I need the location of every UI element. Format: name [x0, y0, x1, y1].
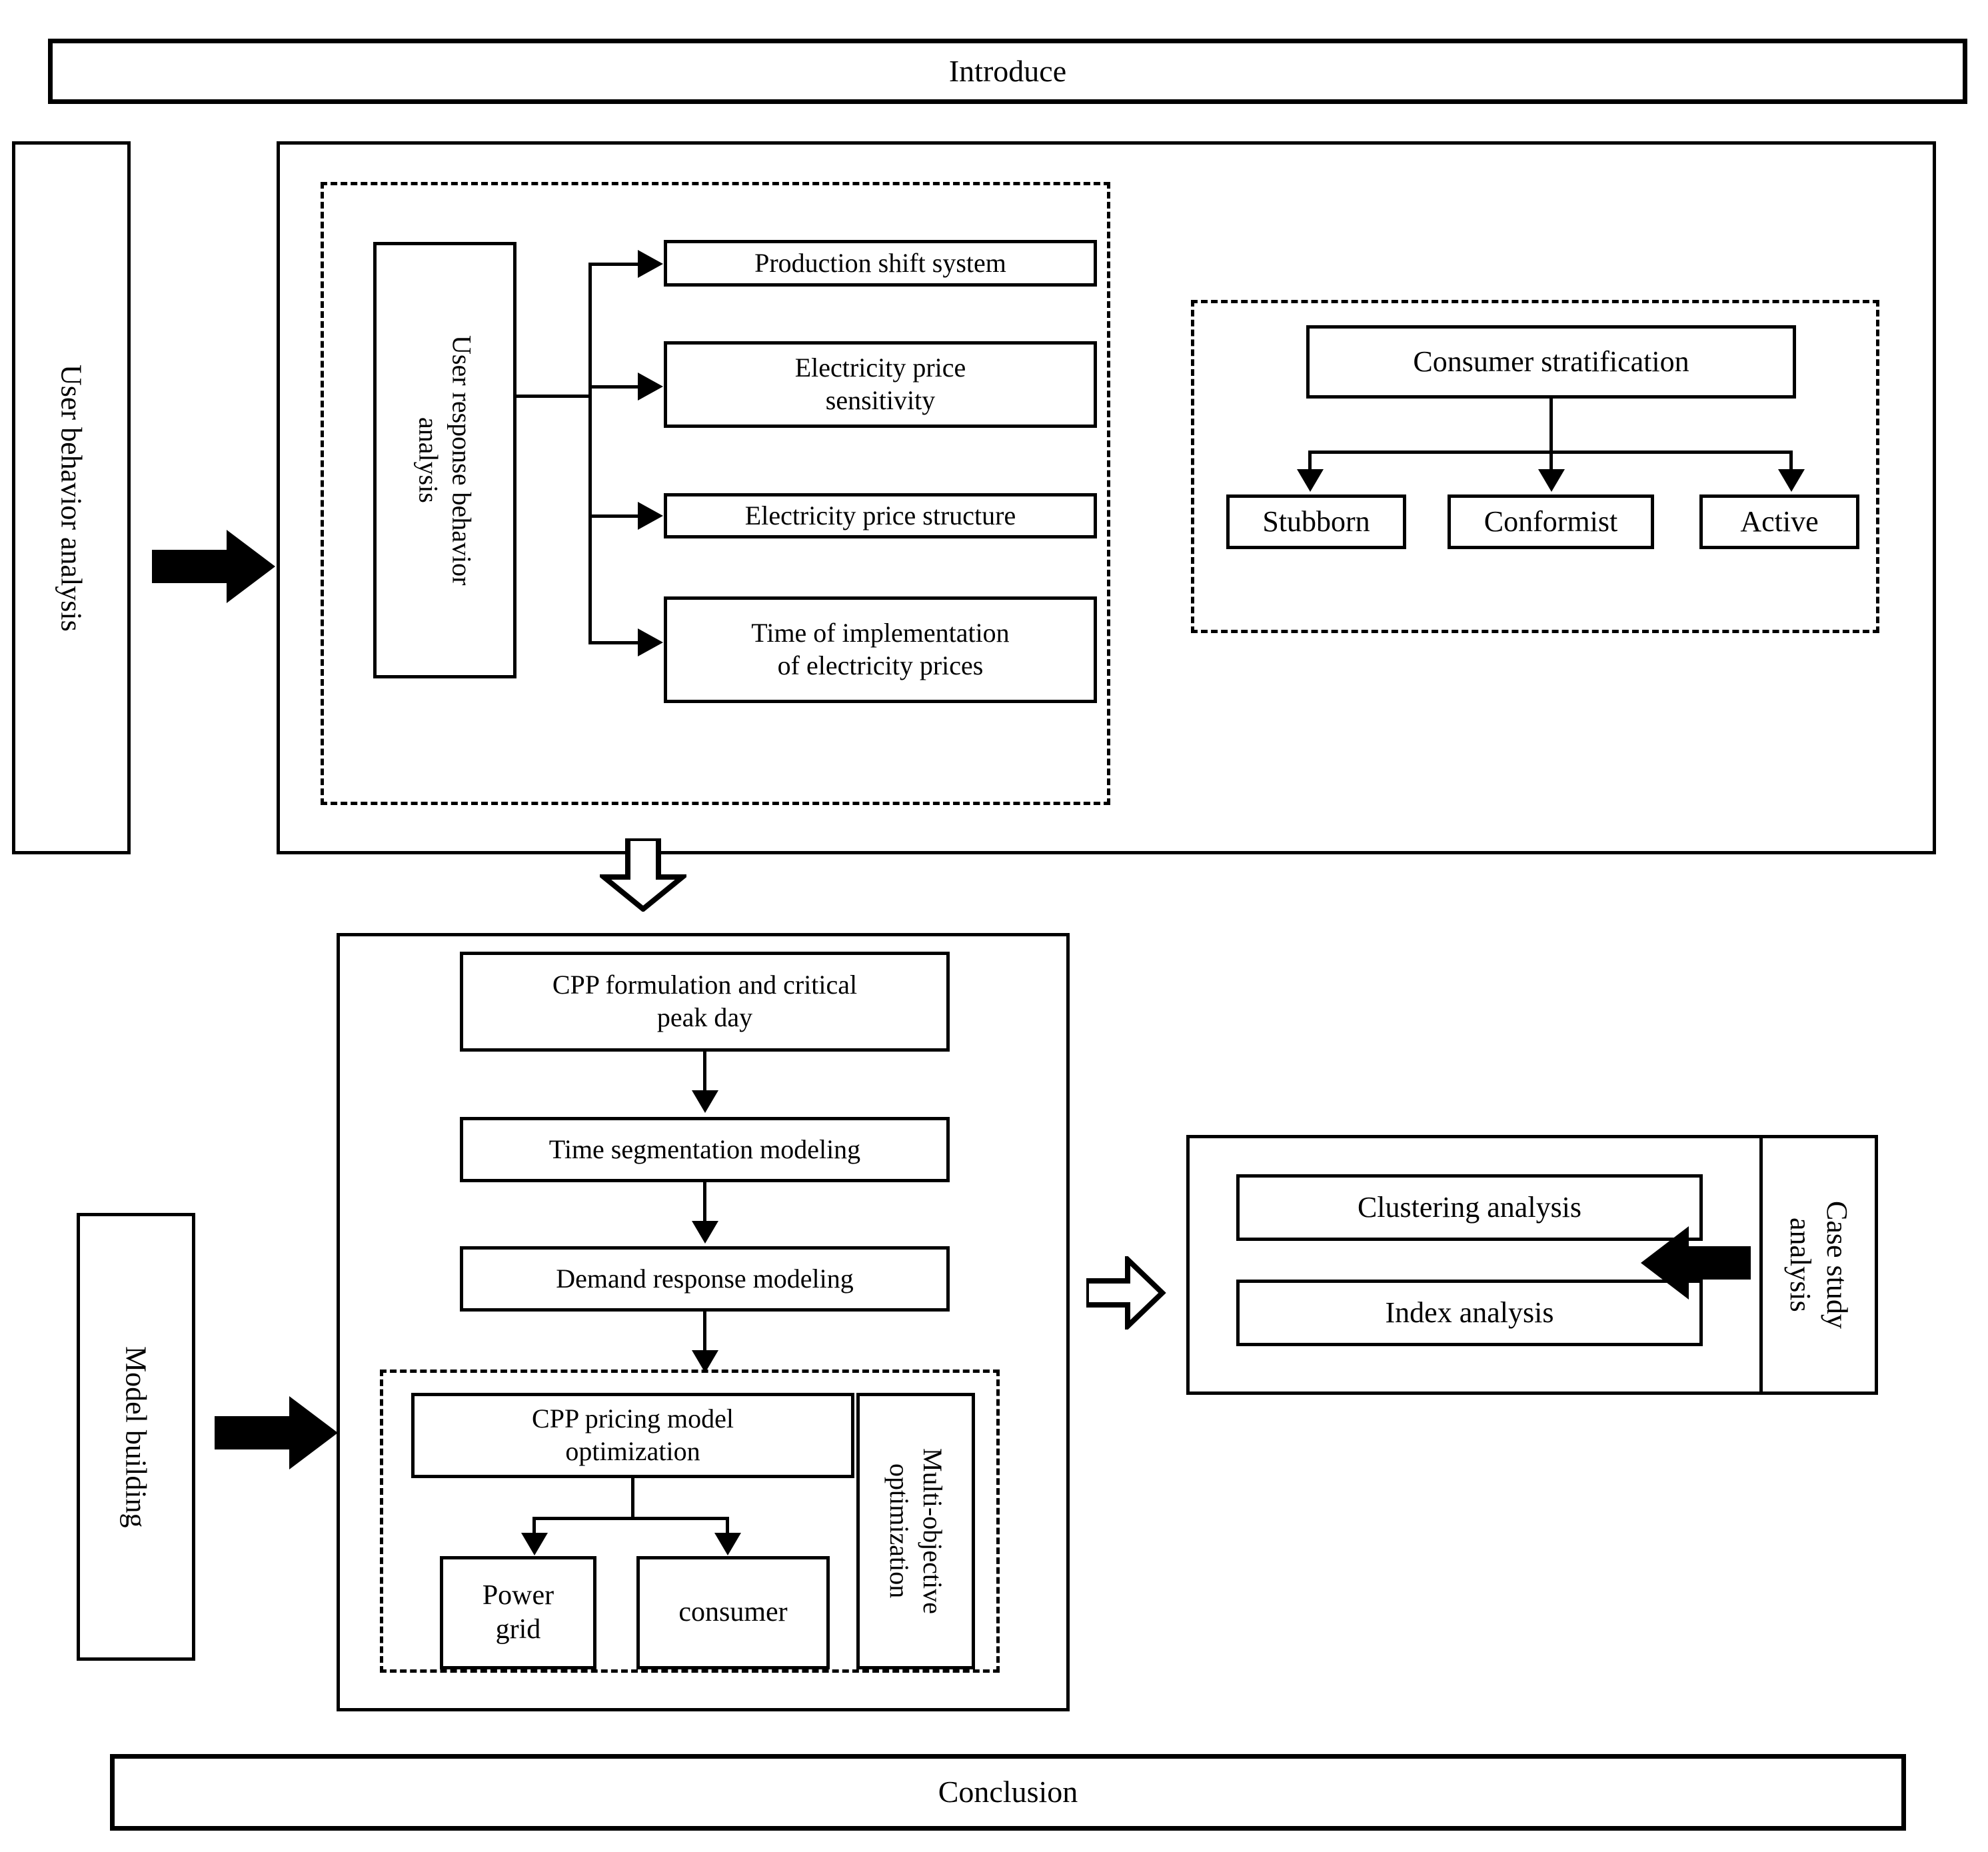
connector-root-stub — [516, 395, 591, 398]
panel-user-behavior — [277, 141, 1936, 854]
connector-trunk-vertical — [588, 263, 592, 644]
connector-model-3 — [703, 1312, 706, 1353]
connector-branch-1 — [588, 263, 645, 266]
box-multi-objective-optimization-label: Multi-objective optimization — [884, 1448, 948, 1614]
box-stubborn-label: Stubborn — [1262, 505, 1370, 538]
banner-conclusion: Conclusion — [110, 1754, 1906, 1831]
connector-opt-stem — [631, 1478, 634, 1519]
box-demand-response-modeling: Demand response modeling — [460, 1246, 950, 1312]
connector-opt-leg-2 — [726, 1517, 729, 1535]
banner-introduce: Introduce — [48, 39, 1967, 104]
box-time-of-implementation-label: Time of implementation of electricity pr… — [751, 618, 1010, 680]
box-conformist-label: Conformist — [1484, 505, 1618, 538]
box-clustering-analysis: Clustering analysis — [1236, 1174, 1703, 1241]
arrowhead-opt-2 — [714, 1533, 741, 1555]
connector-branch-2 — [588, 385, 645, 389]
box-demand-response-modeling-label: Demand response modeling — [556, 1263, 854, 1294]
connector-opt-leg-1 — [532, 1517, 536, 1535]
stage-case-study-analysis: Case study analysis — [1759, 1135, 1878, 1395]
hollow-arrow-down-to-model — [600, 838, 686, 912]
dashed-group-user-response — [321, 182, 1110, 805]
box-power-grid-label: Power grid — [482, 1579, 554, 1645]
box-electricity-price-sensitivity: Electricity price sensitivity — [664, 341, 1097, 428]
arrowhead-model-2 — [692, 1221, 718, 1244]
connector-consumer-stem — [1549, 399, 1553, 453]
arrowhead-branch-1 — [638, 250, 663, 278]
box-consumer-label: consumer — [678, 1597, 788, 1628]
arrowhead-branch-4 — [638, 628, 663, 656]
stage-case-study-analysis-label: Case study analysis — [1784, 1201, 1853, 1329]
connector-consumer-leg-3 — [1789, 451, 1793, 472]
arrowhead-consumer-2 — [1538, 469, 1565, 492]
panel-model-building — [337, 933, 1070, 1711]
fat-arrow-right-model-building — [215, 1393, 338, 1473]
box-cpp-formulation-label: CPP formulation and critical peak day — [552, 970, 858, 1032]
banner-conclusion-label: Conclusion — [938, 1775, 1078, 1809]
arrowhead-consumer-1 — [1297, 469, 1324, 492]
box-production-shift-system-label: Production shift system — [754, 247, 1006, 278]
box-index-analysis-label: Index analysis — [1385, 1296, 1554, 1330]
stage-model-building-label: Model building — [119, 1346, 153, 1528]
box-cpp-pricing-model-optimization: CPP pricing model optimization — [411, 1393, 854, 1478]
arrowhead-opt-1 — [521, 1533, 548, 1555]
box-production-shift-system: Production shift system — [664, 240, 1097, 287]
dashed-group-optimization — [380, 1370, 1000, 1673]
connector-model-2 — [703, 1182, 706, 1222]
connector-opt-bus — [532, 1517, 729, 1520]
stage-user-behavior-analysis: User behavior analysis — [12, 141, 131, 854]
box-time-segmentation-modeling-label: Time segmentation modeling — [548, 1134, 861, 1164]
stage-model-building: Model building — [77, 1213, 195, 1661]
box-time-segmentation-modeling: Time segmentation modeling — [460, 1117, 950, 1182]
box-consumer-stratification-label: Consumer stratification — [1413, 345, 1689, 379]
stage-user-behavior-analysis-label: User behavior analysis — [55, 364, 88, 632]
box-cpp-formulation: CPP formulation and critical peak day — [460, 952, 950, 1052]
box-consumer-stratification: Consumer stratification — [1306, 325, 1796, 399]
arrowhead-consumer-3 — [1778, 469, 1805, 492]
box-electricity-price-structure-label: Electricity price structure — [744, 500, 1016, 530]
box-cpp-pricing-model-optimization-label: CPP pricing model optimization — [532, 1403, 734, 1466]
hollow-arrow-right-to-case — [1086, 1256, 1166, 1330]
connector-branch-3 — [588, 514, 645, 518]
box-power-grid: Power grid — [440, 1556, 596, 1669]
box-user-response-behavior-analysis: User response behavior analysis — [373, 242, 516, 678]
box-active: Active — [1699, 494, 1859, 549]
arrowhead-model-3 — [692, 1350, 718, 1373]
dashed-group-consumer-stratification — [1191, 300, 1879, 633]
connector-consumer-leg-2 — [1549, 451, 1553, 472]
arrowhead-model-1 — [692, 1090, 718, 1113]
banner-introduce-label: Introduce — [948, 53, 1067, 88]
box-index-analysis: Index analysis — [1236, 1280, 1703, 1346]
box-conformist: Conformist — [1448, 494, 1654, 549]
box-user-response-behavior-analysis-label: User response behavior analysis — [413, 335, 477, 586]
fat-arrow-right-user-behavior — [152, 526, 275, 606]
box-time-of-implementation: Time of implementation of electricity pr… — [664, 596, 1097, 703]
connector-branch-4 — [588, 641, 645, 644]
connector-consumer-leg-1 — [1308, 451, 1312, 472]
box-multi-objective-optimization: Multi-objective optimization — [856, 1393, 975, 1669]
fat-arrow-left-case-study — [1641, 1223, 1751, 1303]
box-active-label: Active — [1740, 505, 1819, 538]
box-electricity-price-sensitivity-label: Electricity price sensitivity — [794, 353, 966, 415]
connector-model-1 — [703, 1052, 706, 1093]
box-electricity-price-structure: Electricity price structure — [664, 493, 1097, 538]
arrowhead-branch-2 — [638, 373, 663, 401]
box-stubborn: Stubborn — [1226, 494, 1406, 549]
box-consumer: consumer — [636, 1556, 830, 1669]
arrowhead-branch-3 — [638, 502, 663, 530]
box-clustering-analysis-label: Clustering analysis — [1357, 1191, 1582, 1224]
